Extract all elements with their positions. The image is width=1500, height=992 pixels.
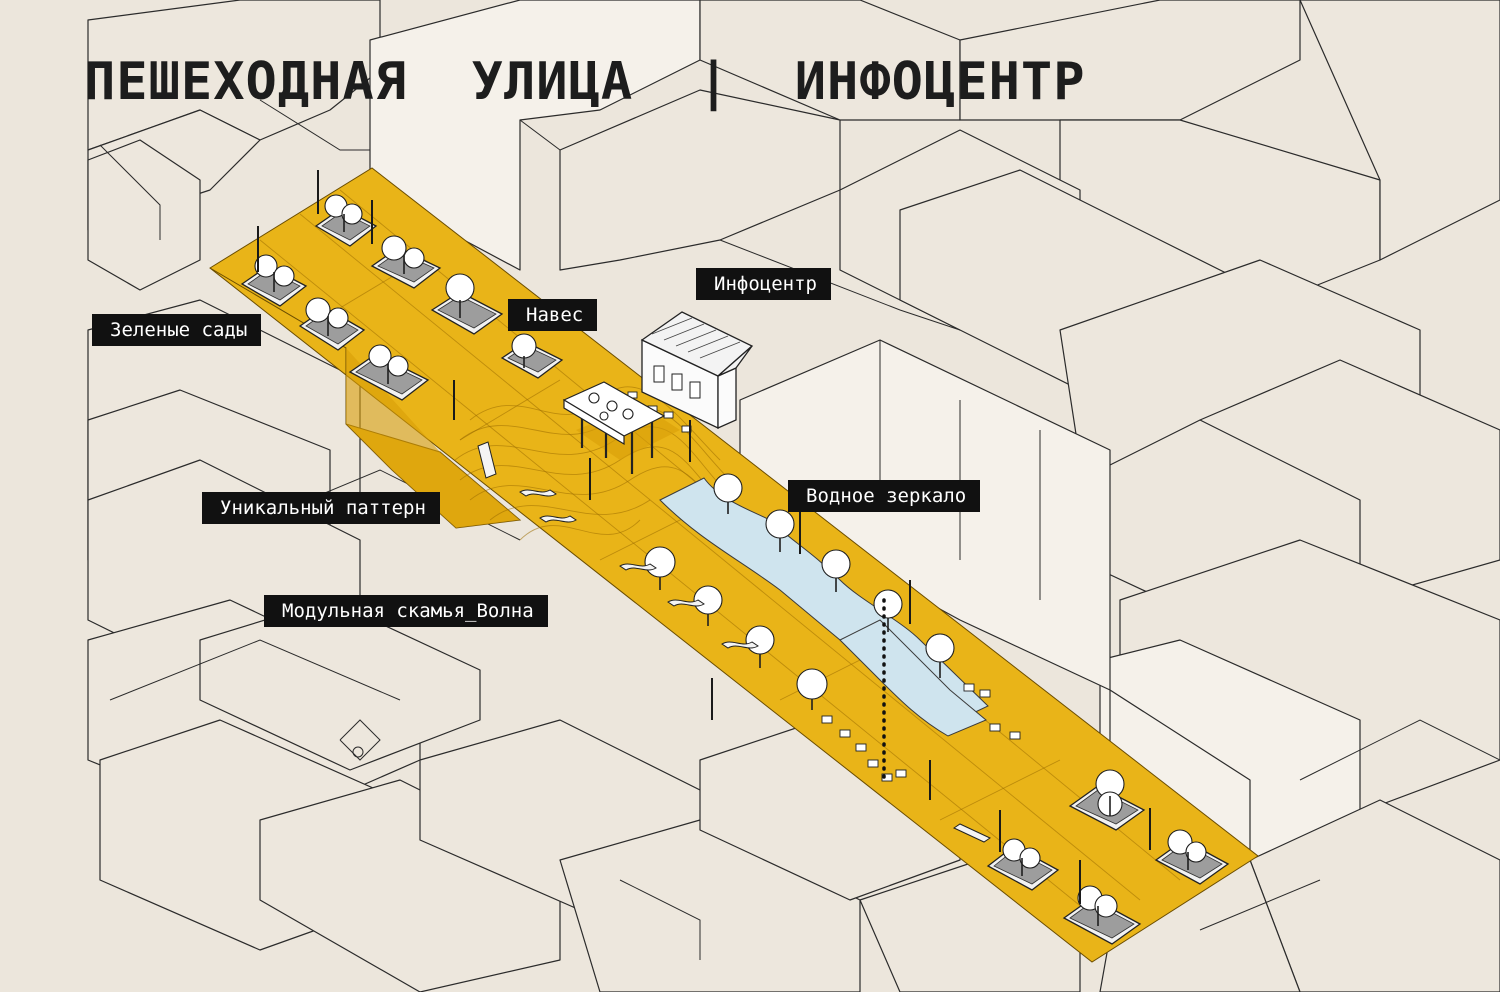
label-modular-bench: Модульная скамья_Волна — [264, 595, 548, 627]
label-unique-pattern: Уникальный паттерн — [202, 492, 440, 524]
lamp-poles — [257, 170, 1151, 904]
page-title: ПЕШЕХОДНАЯ УЛИЦА | ИНФОЦЕНТР — [84, 52, 1086, 112]
street-trees — [644, 473, 955, 710]
label-green-gardens: Зеленые сады — [92, 314, 262, 346]
label-infocenter: Инфоцентр — [696, 268, 831, 300]
garden-planters — [240, 194, 1230, 945]
water-mirror — [659, 477, 989, 737]
label-water-mirror: Водное зеркало — [788, 480, 981, 512]
canopy-structure — [562, 381, 680, 474]
wave-benches — [477, 441, 992, 843]
context-buildings — [87, 0, 1500, 992]
label-canopy: Навес — [508, 299, 598, 331]
infocenter-building — [640, 311, 754, 430]
